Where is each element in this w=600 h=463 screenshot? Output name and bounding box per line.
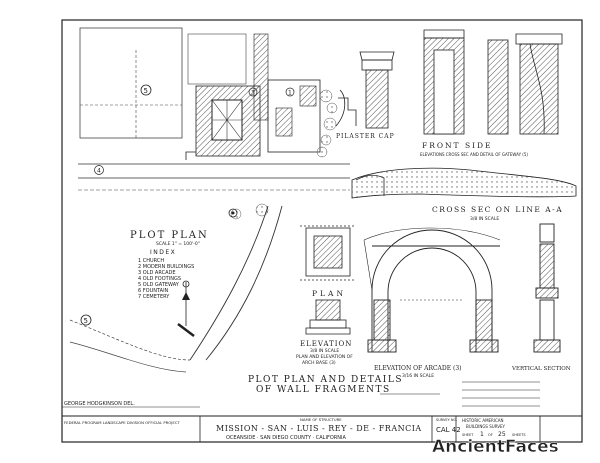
survey-no: CAL 42 xyxy=(436,426,461,434)
elevation-scale: 3/8 IN SCALE xyxy=(310,348,339,354)
sheet-border xyxy=(61,19,583,443)
index-item: 3 OLD ARCADE xyxy=(138,270,176,276)
curved-road xyxy=(189,205,269,361)
plan-elevation-of-label: PLAN AND ELEVATION OF xyxy=(296,354,353,360)
index-item: 5 OLD GATEWAY xyxy=(138,282,180,288)
front-side-label: FRONT SIDE xyxy=(422,141,493,150)
vertical-section-label: VERTICAL SECTION xyxy=(511,366,571,372)
structure-name: MISSION - SAN - LUIS - REY - DE - FRANCI… xyxy=(216,424,422,433)
callout-1 xyxy=(285,87,295,97)
details-title-line2: OF WALL FRAGMENTS xyxy=(256,385,391,395)
north-arrow xyxy=(182,280,190,326)
yard-outline xyxy=(187,33,247,85)
survey-no-label: SURVEY NO. xyxy=(436,418,457,422)
details-title-line1: PLOT PLAN AND DETAILS xyxy=(248,375,403,385)
svg-text:3: 3 xyxy=(251,90,255,97)
index-item: 2 MODERN BUILDINGS xyxy=(138,264,194,270)
church-block xyxy=(267,79,321,153)
plan-label: PLAN xyxy=(312,289,346,298)
elevation-label: ELEVATION xyxy=(300,340,352,348)
arcade-elevation-label: ELEVATION OF ARCADE (3) xyxy=(374,365,461,372)
index-item: 6 FOUNTAIN xyxy=(138,288,169,294)
location: OCEANSIDE · SAN DIEGO COUNTY · CALIFORNI… xyxy=(226,435,346,441)
svg-text:5: 5 xyxy=(84,317,88,325)
arch-base-details xyxy=(300,225,356,335)
index-item: 1 CHURCH xyxy=(138,258,164,264)
cross-section-label: CROSS SEC ON LINE A-A xyxy=(432,205,563,214)
index-title: INDEX xyxy=(150,249,176,256)
sheet-label: SHEET xyxy=(462,433,474,437)
structure-label: NAME OF STRUCTURE xyxy=(300,417,342,422)
arcade-elevation xyxy=(363,223,561,353)
svg-text:4: 4 xyxy=(97,168,101,175)
arch-base-label: ARCH BASE (3) xyxy=(302,360,336,366)
sheets-total: 25 xyxy=(498,431,506,438)
watermark-logo: AncientFaces xyxy=(432,437,559,457)
callout-5-lower xyxy=(80,314,92,326)
gateway-elevations-label: ELEVATIONS CROSS SEC AND DETAIL OF GATEW… xyxy=(420,152,528,157)
cross-section-scale: 3/8 IN SCALE xyxy=(470,216,499,222)
arcade-scale: 3/16 IN SCALE xyxy=(402,373,434,379)
survey-name-1: HISTORIC AMERICAN xyxy=(462,418,504,423)
index-item: 7 CEMETERY xyxy=(138,294,170,300)
vegetation xyxy=(230,89,338,220)
plot-plan-title: PLOT PLAN xyxy=(130,230,209,241)
index-item: 4 OLD FOOTINGS xyxy=(138,276,181,282)
sheet-number: 1 xyxy=(480,431,484,438)
index-list: 1 CHURCH 2 MODERN BUILDINGS 3 OLD ARCADE… xyxy=(138,258,194,300)
svg-text:5: 5 xyxy=(144,87,148,95)
field-outline xyxy=(79,27,183,139)
callout-4 xyxy=(94,165,104,175)
scale-bars xyxy=(380,381,540,407)
project-note: FEDERAL PROGRAM LANDSCAPE DIVISION OFFIC… xyxy=(64,420,180,425)
sheets-label: SHEETS xyxy=(512,433,526,437)
drawn-by: GEORGE HODGKINSON DEL. xyxy=(64,401,135,407)
fountain xyxy=(228,208,238,218)
plot-plan-scale: SCALE 1" = 100'-0" xyxy=(156,241,200,247)
svg-text:1: 1 xyxy=(288,90,292,97)
plot-plan-drawing: 5 1 3 4 5 xyxy=(69,27,350,373)
gateway-details xyxy=(335,29,577,199)
survey-name-2: BUILDINGS SURVEY xyxy=(466,424,506,429)
pilaster-cap-label: PILASTER CAP xyxy=(336,133,395,140)
church-wall xyxy=(253,33,269,121)
of-label: OF xyxy=(488,433,493,437)
callout-3 xyxy=(248,87,258,97)
callout-5-upper xyxy=(140,84,152,96)
title-block xyxy=(62,406,582,442)
